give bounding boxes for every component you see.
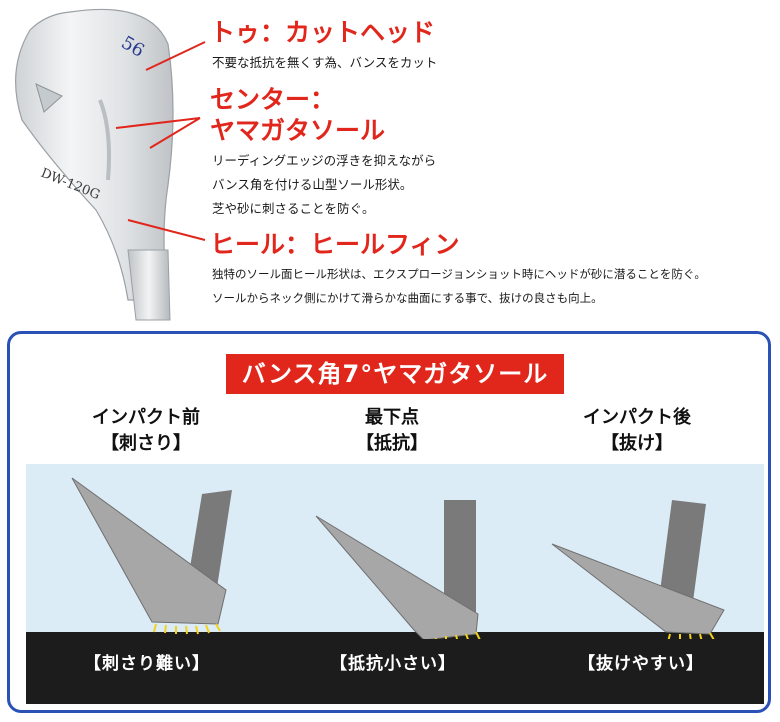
center-callout-title-2: ヤマガタソール	[210, 116, 386, 145]
center-callout-desc-2: バンス角を付ける山型ソール形状。	[212, 177, 413, 192]
stage-bottom-title: 最下点	[365, 407, 419, 428]
sole-comparison-panel: バンス角7°ヤマガタソール インパクト前 【刺さり】 最下点 【抵抗】 インパク…	[7, 331, 771, 713]
scene-after-impact	[551, 500, 725, 643]
clubhead-bottom	[315, 515, 479, 641]
center-sole-groove	[98, 99, 111, 181]
heel-callout-desc-2: ソールからネック側にかけて滑らかな曲面にする事で、抜けの良さも向上。	[212, 291, 603, 305]
center-leader-line-lower	[149, 117, 201, 149]
scene-lowest-point	[315, 500, 481, 647]
shaft-before	[186, 490, 232, 594]
stage-before-title: インパクト前	[92, 407, 200, 428]
toe-leader-line	[145, 41, 206, 71]
stage-before-subtitle: 【刺さり】	[101, 433, 191, 454]
scene-before-impact	[71, 477, 232, 635]
panel-title: バンス角7°ヤマガタソール	[226, 354, 564, 394]
center-callout-title-1: センター：	[210, 85, 336, 114]
heel-callout-desc-1: 独特のソール面ヒール形状は、エクスプロージョンショット時にヘッドが砂に潜ることを…	[212, 267, 706, 281]
stage-bottom-subtitle: 【抵抗】	[356, 433, 428, 454]
heel-leader-line	[127, 219, 206, 241]
toe-callout-title: トゥ：カットヘッド	[210, 18, 436, 47]
impact-marks-before	[153, 623, 221, 635]
wedge-head-illustration: 56 DW-120G	[15, 8, 206, 321]
clubhead-before	[71, 477, 227, 625]
shaft-bottom	[444, 500, 476, 612]
center-leader-line-upper	[115, 117, 201, 129]
wedge-hosel	[127, 249, 171, 321]
brand-logo-mark	[35, 83, 63, 113]
center-callout-desc-1: リーディングエッジの浮きを抑えながら	[212, 153, 437, 168]
wedge-head	[15, 8, 174, 301]
result-after-label: 【抜けやすい】	[518, 639, 764, 689]
toe-callout-desc: 不要な抵抗を無くす為、バンスをカット	[212, 55, 438, 70]
heel-callout-title: ヒール：ヒールフィン	[210, 230, 460, 259]
stage-after-title: インパクト後	[583, 407, 691, 428]
stage-after-subtitle: 【抜け】	[601, 433, 673, 454]
result-bottom-label: 【抵抗小さい】	[272, 639, 514, 689]
result-before-label: 【刺さり難い】	[26, 639, 268, 689]
center-callout-desc-3: 芝や砂に刺さることを防ぐ。	[212, 201, 375, 216]
